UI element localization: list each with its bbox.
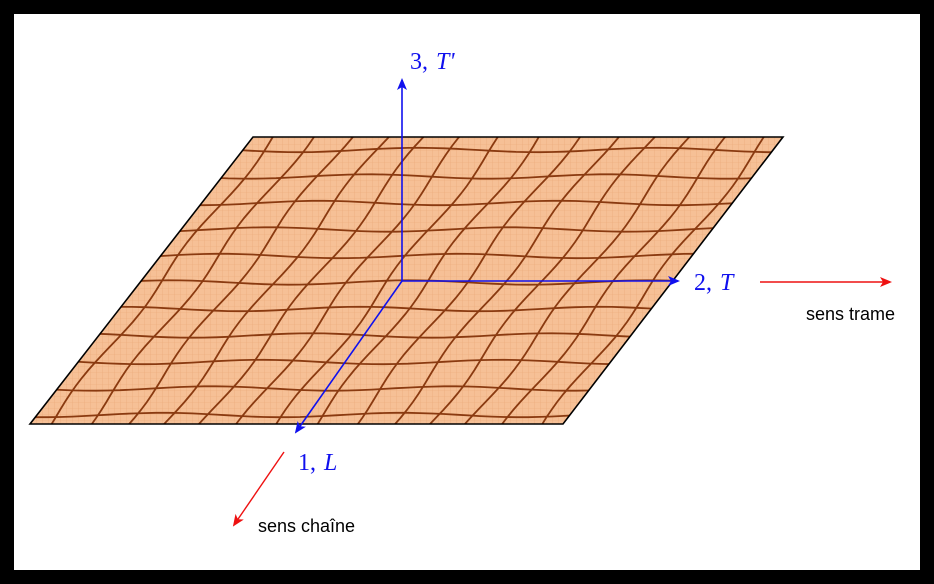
warp-yarn	[355, 137, 586, 424]
axis-2-label: 2,T	[694, 270, 735, 296]
warp-yarn	[315, 137, 544, 424]
warp-direction-label: sens chaîne	[258, 516, 355, 536]
axis-3-label: 3,T'	[410, 49, 455, 75]
warp-yarn	[462, 137, 697, 424]
warp-yarn	[89, 137, 320, 424]
warp-yarn	[540, 137, 770, 424]
warp-yarn	[126, 137, 360, 424]
axis-1-label: 1,L	[298, 450, 337, 476]
warp-yarn	[161, 137, 397, 424]
warp-yarn	[392, 137, 626, 424]
warp-yarn	[499, 137, 732, 424]
fabric-outline	[28, 136, 785, 425]
warp-direction-arrow	[232, 451, 285, 527]
warp-yarn	[427, 137, 662, 424]
warp-yarn	[233, 137, 466, 424]
warp-yarn	[196, 137, 431, 424]
fabric-sheet	[28, 136, 785, 425]
coordinate-axes	[294, 78, 680, 434]
direction-arrows	[232, 277, 892, 527]
warp-yarn	[49, 137, 278, 424]
warp-yarn	[274, 137, 504, 424]
figure-frame: 3,T' 2,T 1,L sens trame sens chaîne	[14, 14, 920, 570]
weft-direction-label: sens trame	[806, 304, 895, 324]
axis-1-arrow	[294, 280, 403, 434]
fabric-axes-diagram: 3,T' 2,T 1,L sens trame sens chaîne	[28, 49, 895, 536]
